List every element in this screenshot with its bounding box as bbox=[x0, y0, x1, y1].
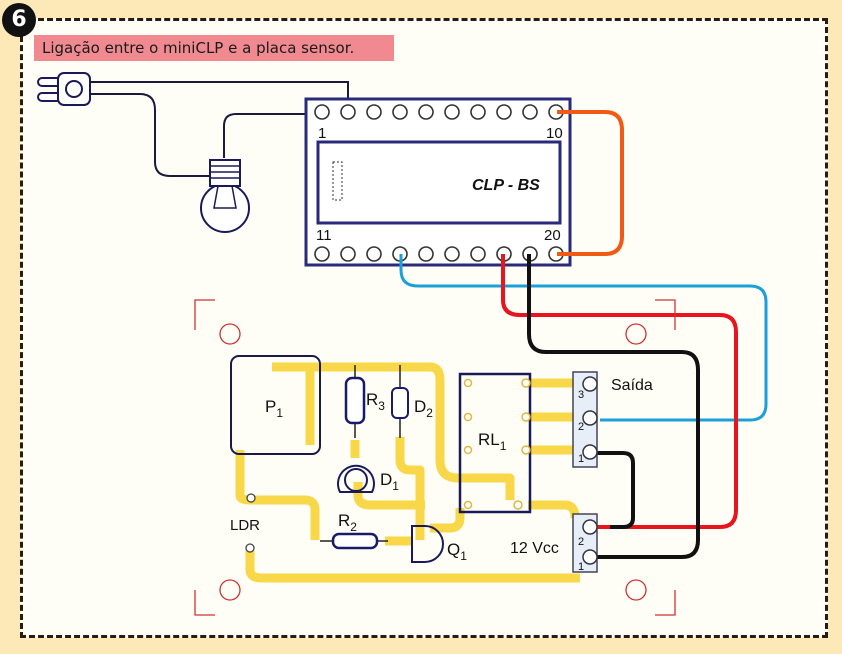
figure-caption: Ligação entre o miniCLP e a placa sensor… bbox=[34, 35, 394, 61]
figure-number-badge: 6 bbox=[2, 3, 36, 37]
clp-pin-17 bbox=[470, 246, 486, 262]
clp-pin-13 bbox=[366, 246, 382, 262]
ldr-label: LDR bbox=[230, 517, 260, 534]
clp-pin-15 bbox=[418, 246, 434, 262]
pin-label-11: 11 bbox=[316, 227, 332, 244]
clp-label: CLP - BS bbox=[472, 177, 540, 194]
mains-wire-2 bbox=[90, 93, 210, 177]
clp-pin-9 bbox=[522, 104, 538, 120]
red-wire bbox=[501, 254, 738, 529]
blue-wire bbox=[399, 254, 768, 422]
screw-saida-3 bbox=[582, 376, 598, 392]
clp-pin-6 bbox=[444, 104, 460, 120]
plug-icon bbox=[37, 72, 91, 106]
q1-label: Q1 bbox=[447, 540, 467, 563]
black-jumper-wire bbox=[597, 451, 635, 529]
saida-pin-2: 2 bbox=[578, 421, 584, 433]
board-corner-marks bbox=[194, 299, 676, 616]
pin-label-20: 20 bbox=[544, 227, 561, 244]
clp-pin-11 bbox=[314, 246, 330, 262]
clp-pin-5 bbox=[418, 104, 434, 120]
pin-label-10: 10 bbox=[546, 125, 563, 142]
relay-rl1 bbox=[458, 372, 532, 514]
rl1-label: RL1 bbox=[478, 430, 507, 453]
clp-pin-4 bbox=[392, 104, 408, 120]
clp-pin-1 bbox=[314, 104, 330, 120]
clp-pin-12 bbox=[340, 246, 356, 262]
clp-pin-2 bbox=[340, 104, 356, 120]
potentiometer-p1 bbox=[230, 355, 321, 455]
screw-saida-2 bbox=[582, 410, 598, 426]
screw-vcc-2 bbox=[582, 519, 598, 535]
pin-label-1: 1 bbox=[318, 125, 326, 142]
relay-pads bbox=[463, 378, 531, 510]
resistor-r3 bbox=[344, 376, 366, 425]
pcb-traces bbox=[235, 362, 580, 583]
orange-wire bbox=[557, 110, 624, 256]
led-d1 bbox=[337, 464, 375, 493]
d2-label: D2 bbox=[414, 397, 433, 420]
black-wire bbox=[527, 254, 700, 559]
clp-pin-3 bbox=[366, 104, 382, 120]
lamp-wire bbox=[223, 113, 322, 158]
r3-label: R3 bbox=[366, 390, 385, 413]
vcc-pin-2: 2 bbox=[578, 536, 584, 548]
r2-label: R2 bbox=[338, 511, 357, 534]
clp-pin-16 bbox=[444, 246, 460, 262]
resistor-r2 bbox=[331, 532, 379, 550]
clp-pin-8 bbox=[496, 104, 512, 120]
saida-label: Saída bbox=[611, 377, 653, 394]
lamp-icon bbox=[200, 159, 250, 233]
diode-d2 bbox=[391, 387, 409, 419]
d1-label: D1 bbox=[380, 470, 399, 493]
vcc-label: 12 Vcc bbox=[510, 540, 559, 557]
transistor-q1 bbox=[411, 525, 444, 563]
p1-label: P1 bbox=[265, 397, 283, 420]
clp-pin-7 bbox=[470, 104, 486, 120]
screw-saida-1 bbox=[582, 444, 598, 460]
clp-module bbox=[304, 97, 572, 267]
vcc-pin-1: 1 bbox=[578, 561, 584, 573]
screw-vcc-1 bbox=[582, 549, 598, 565]
saida-pin-3: 3 bbox=[578, 389, 584, 401]
saida-pin-1: 1 bbox=[578, 453, 584, 465]
